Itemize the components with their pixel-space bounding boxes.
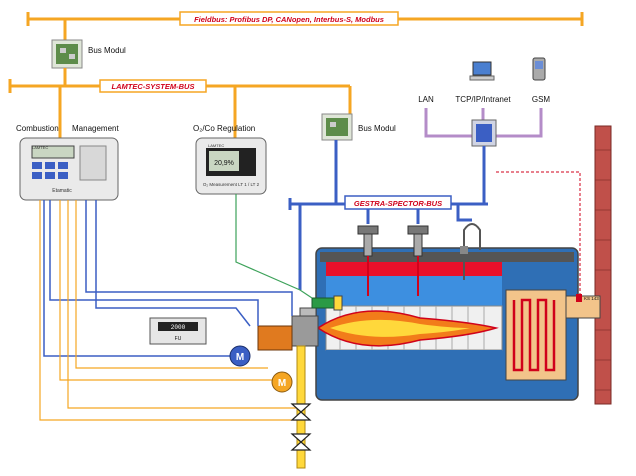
motor-label: M [278, 378, 286, 389]
burner [257, 295, 343, 351]
fan-motor: M [229, 345, 251, 367]
computer-icon [469, 61, 495, 81]
frequency-converter: 2000 FU [149, 317, 207, 345]
lamtec-bus-label: LAMTEC-SYSTEM-BUS [112, 82, 195, 91]
o2co-regulation: O₂/Co Regulation 20,9% LAMTEC O₂ Measure… [193, 124, 267, 195]
flue-gas-sensor [576, 294, 582, 302]
brand-label: LAMTEC [32, 145, 48, 150]
lamtec-system-bus: LAMTEC-SYSTEM-BUS [8, 79, 352, 140]
bus-module-1: Bus Modul [51, 39, 126, 86]
sensor-label: KS 143 [584, 296, 599, 301]
gsm-line [496, 108, 543, 138]
mobile-phone-icon [532, 57, 546, 81]
o2co-label: O₂/Co Regulation [193, 124, 255, 133]
boiler [315, 223, 579, 401]
fuel-line [290, 345, 312, 469]
gestra-bus-label: GESTRA-SPECTOR-BUS [354, 199, 442, 208]
valve-icon [290, 433, 312, 451]
gsm-label: GSM [532, 95, 551, 104]
bus-module-label: Bus Modul [88, 46, 126, 55]
etamatic-label: Etamatic [52, 188, 72, 194]
combustion-label: Combustion [16, 124, 59, 133]
motor-icon [271, 371, 293, 393]
fieldbus: Fieldbus: Profibus DP, CANopen, Interbus… [26, 11, 584, 40]
level-electrode-2 [407, 225, 429, 296]
water-level [326, 262, 502, 276]
fieldbus-label: Fieldbus: Profibus DP, CANopen, Interbus… [194, 15, 384, 24]
fu-display-value: 2000 [171, 324, 186, 331]
flame-sensor [311, 297, 335, 309]
circuit-board-icon [326, 118, 348, 136]
chimney: KS 143 [565, 125, 612, 405]
lcd-display [31, 145, 75, 159]
level-electrode-1 [357, 225, 379, 296]
flame-core [330, 319, 470, 337]
lan-label: LAN [418, 95, 434, 104]
sensor-dashed-line [496, 171, 581, 300]
tcpip-label: TCP/IP/Intranet [455, 95, 511, 104]
signal-lines [39, 194, 313, 421]
management-label: Management [72, 124, 119, 133]
burner-fan [257, 325, 293, 351]
o2-display-value: 20,9% [214, 160, 234, 167]
valve-motor: M [271, 371, 293, 393]
motor-label: M [236, 352, 244, 363]
o2-device-label: O₂ Measurement LT 1 / LT 2 [203, 182, 260, 187]
valve-icon [290, 403, 312, 421]
lan-line [424, 108, 472, 138]
chimney-stack [594, 125, 612, 405]
fu-label: FU [175, 336, 182, 342]
bus-module-2: Bus Modul [321, 113, 396, 141]
fieldbus-label-box [179, 11, 399, 26]
motor-icon [229, 345, 251, 367]
combustion-management: Combustion Management LAMTEC Etamatic [16, 124, 119, 201]
burner-head [291, 315, 319, 347]
bus-module-label: Bus Modul [358, 124, 396, 133]
conductivity-probe [460, 223, 481, 280]
heat-exchanger [505, 289, 567, 381]
flue-pipe [565, 295, 601, 319]
network: LAN TCP/IP/Intranet GSM [418, 57, 551, 204]
gestra-bus: GESTRA-SPECTOR-BUS [288, 140, 488, 290]
brand-label: LAMTEC [208, 143, 224, 148]
